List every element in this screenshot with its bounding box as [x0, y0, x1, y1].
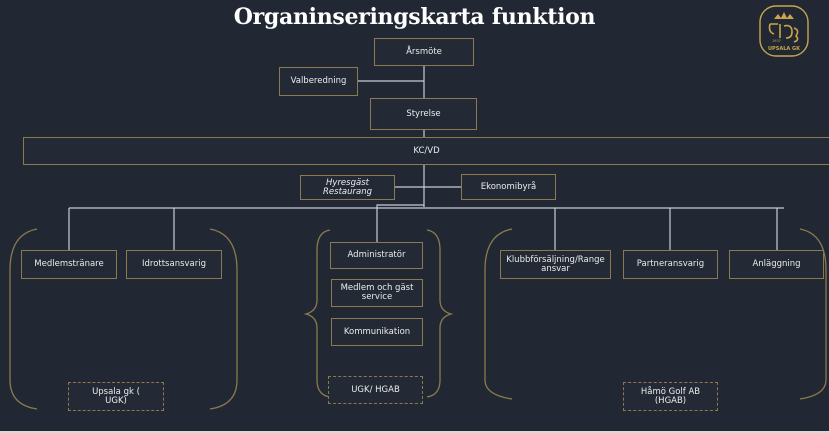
page-title: Organinseringskarta funktion	[233, 4, 596, 30]
brace-shared-left	[303, 229, 331, 398]
box-ekonomibyra[interactable]: Ekonomibyrå	[461, 174, 556, 200]
bracket-hgab-left	[484, 228, 513, 400]
box-ekonomibyra-label: Ekonomibyrå	[480, 181, 537, 192]
box-anlaggning[interactable]: Anläggning	[729, 250, 824, 279]
logo-text: UPSALA GK	[768, 46, 801, 52]
box-anlaggning-label: Anläggning	[752, 259, 801, 270]
box-medlem-gast-service-label: Medlem och gäst service	[340, 283, 414, 302]
box-hyresgast-label: Hyresgäst Restaurang	[323, 177, 372, 197]
label-ugk-text: Upsala gk ( UGK)	[92, 386, 140, 406]
box-partneransvarig[interactable]: Partneransvarig	[623, 250, 718, 279]
label-hgab-text: Håmö Golf AB (HGAB)	[640, 386, 701, 406]
box-klubbforsaljning-label: Klubbförsäljning/Range ansvar	[506, 254, 605, 274]
label-hgab: Håmö Golf AB (HGAB)	[623, 382, 718, 411]
bracket-ugk-left	[9, 228, 38, 410]
connector-drop-admin	[376, 204, 424, 242]
bracket-hgab-right	[799, 228, 827, 400]
label-ugk-hgab-text: UGK/ HGAB	[351, 384, 400, 395]
box-partneransvarig-label: Partneransvarig	[636, 259, 705, 270]
box-styrelse-label: Styrelse	[406, 108, 441, 119]
upsala-gk-crest-icon: 1937 UPSALA GK	[759, 5, 809, 57]
box-valberedning[interactable]: Valberedning	[279, 67, 358, 96]
box-medlemstranare-label: Medlemstränare	[34, 259, 104, 270]
box-arsmote[interactable]: Årsmöte	[374, 38, 474, 66]
box-kommunikation-label: Kommunikation	[343, 326, 411, 337]
box-idrottsansvarig-label: Idrottsansvarig	[141, 259, 207, 270]
box-idrottsansvarig[interactable]: Idrottsansvarig	[126, 250, 222, 279]
label-ugk: Upsala gk ( UGK)	[68, 382, 164, 411]
box-arsmote-label: Årsmöte	[406, 46, 442, 57]
label-ugk-hgab: UGK/ HGAB	[328, 376, 423, 404]
box-klubbforsaljning[interactable]: Klubbförsäljning/Range ansvar	[500, 250, 611, 279]
box-administrator[interactable]: Administratör	[330, 242, 423, 269]
box-valberedning-label: Valberedning	[290, 76, 347, 87]
brace-shared-right	[426, 229, 454, 398]
box-kc-vd-label: KC/VD	[413, 145, 440, 156]
box-hyresgast-restaurang[interactable]: Hyresgäst Restaurang	[300, 175, 395, 200]
box-medlem-gast-service[interactable]: Medlem och gäst service	[331, 279, 423, 307]
box-kc-vd[interactable]: KC/VD	[23, 137, 829, 165]
box-administrator-label: Administratör	[347, 250, 406, 261]
bottom-divider	[0, 431, 829, 433]
bracket-ugk-right	[209, 228, 238, 410]
box-styrelse[interactable]: Styrelse	[370, 98, 477, 130]
logo-year: 1937	[772, 39, 781, 43]
box-kommunikation[interactable]: Kommunikation	[331, 318, 423, 346]
box-medlemstranare[interactable]: Medlemstränare	[21, 250, 117, 279]
